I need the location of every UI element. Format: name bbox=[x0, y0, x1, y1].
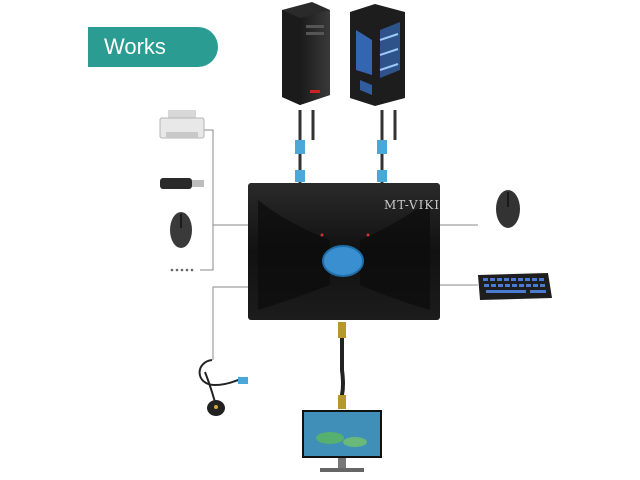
mouse-icon bbox=[170, 212, 192, 248]
wired-remote-button-icon bbox=[198, 359, 248, 416]
printer-icon bbox=[159, 110, 205, 139]
brand-label: MT-VIKI bbox=[384, 198, 441, 212]
desktop-tower-icon bbox=[282, 2, 330, 105]
kvm-switch-box bbox=[248, 183, 440, 320]
monitor-icon bbox=[302, 410, 382, 472]
top-cables bbox=[295, 110, 397, 183]
mouse-icon bbox=[496, 190, 520, 228]
left-upper-bracket-line bbox=[200, 129, 214, 271]
hdmi-cable bbox=[338, 322, 346, 409]
works-badge: Works bbox=[88, 27, 218, 67]
dots-icon bbox=[170, 268, 194, 272]
usb-flash-drive-icon bbox=[160, 178, 204, 189]
keyboard-icon bbox=[478, 273, 552, 300]
works-badge-label: Works bbox=[104, 34, 166, 59]
cable-lines bbox=[200, 129, 478, 360]
left-lower-link-line bbox=[212, 286, 248, 360]
switch-button[interactable] bbox=[322, 245, 364, 277]
gaming-pc-tower-icon bbox=[350, 4, 405, 106]
